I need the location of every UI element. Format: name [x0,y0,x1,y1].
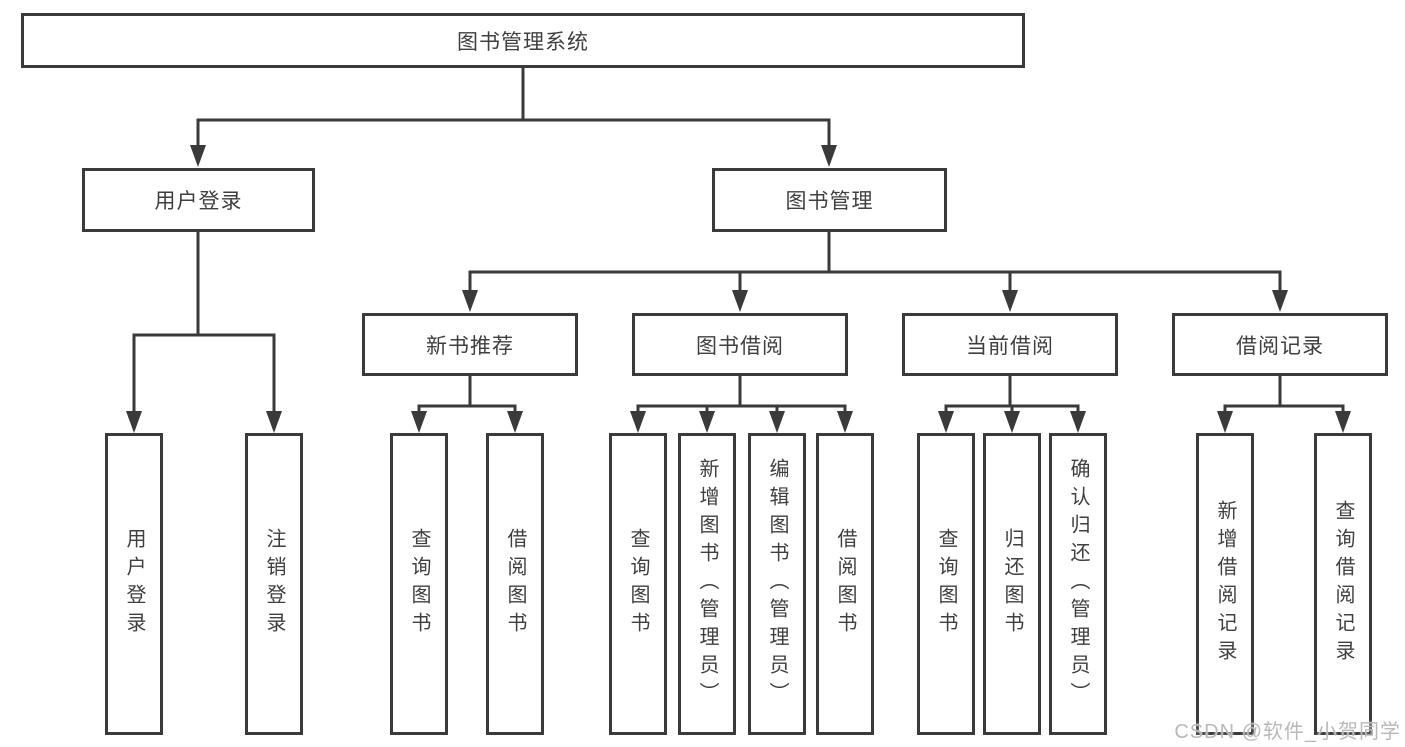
leaf-label: 借阅图书 [834,528,856,640]
leaf-edit-books-admin: 编辑图书（管理员） [748,433,806,735]
leaf-return-books: 归还图书 [983,433,1041,735]
leaf-confirm-return-admin: 确认归还（管理员） [1049,433,1107,735]
leaf-label: 查询图书 [935,528,957,640]
leaf-label: 查询借阅记录 [1332,500,1354,668]
node-label: 当前借阅 [966,334,1054,358]
node-label: 用户登录 [154,190,243,213]
leaf-borrow-books-recommend: 借阅图书 [486,433,544,735]
leaf-label: 查询图书 [408,528,430,640]
leaf-query-borrow-record: 查询借阅记录 [1314,433,1372,735]
leaf-label: 查询图书 [627,528,649,640]
leaf-label: 新增借阅记录 [1214,500,1236,668]
leaf-label: 编辑图书（管理员） [766,458,788,710]
leaf-label: 新增图书（管理员） [696,458,718,710]
leaf-query-books-recommend: 查询图书 [390,433,448,735]
leaf-borrow-books: 借阅图书 [816,433,874,735]
leaf-label: 注销登录 [263,528,285,640]
leaf-label: 确认归还（管理员） [1067,458,1089,710]
node-new-book-recommend: 新书推荐 [362,313,578,376]
leaf-label: 归还图书 [1001,528,1023,640]
node-book-management: 图书管理 [712,168,947,232]
leaf-logout: 注销登录 [245,433,303,735]
connector-paths [132,66,1345,420]
leaf-user-login: 用户登录 [105,433,163,735]
node-book-borrowing: 图书借阅 [632,313,848,376]
leaf-add-books-admin: 新增图书（管理员） [678,433,736,735]
node-current-borrowing: 当前借阅 [902,313,1118,376]
csdn-watermark: CSDN @软件_小贺同学 [1174,721,1401,743]
leaf-query-books-current: 查询图书 [917,433,975,735]
leaf-add-borrow-record: 新增借阅记录 [1196,433,1254,735]
leaf-label: 用户登录 [123,528,145,640]
node-label: 图书管理系统 [457,30,589,54]
node-label: 图书借阅 [696,334,784,358]
node-user-login: 用户登录 [82,168,315,232]
node-library-management-system: 图书管理系统 [21,13,1025,68]
node-borrowing-records: 借阅记录 [1172,313,1388,376]
node-label: 借阅记录 [1236,334,1324,358]
arrowheads [126,145,1351,433]
leaf-label: 借阅图书 [504,528,526,640]
leaf-query-books-borrow: 查询图书 [609,433,667,735]
node-label: 新书推荐 [426,334,514,358]
node-label: 图书管理 [785,190,874,213]
